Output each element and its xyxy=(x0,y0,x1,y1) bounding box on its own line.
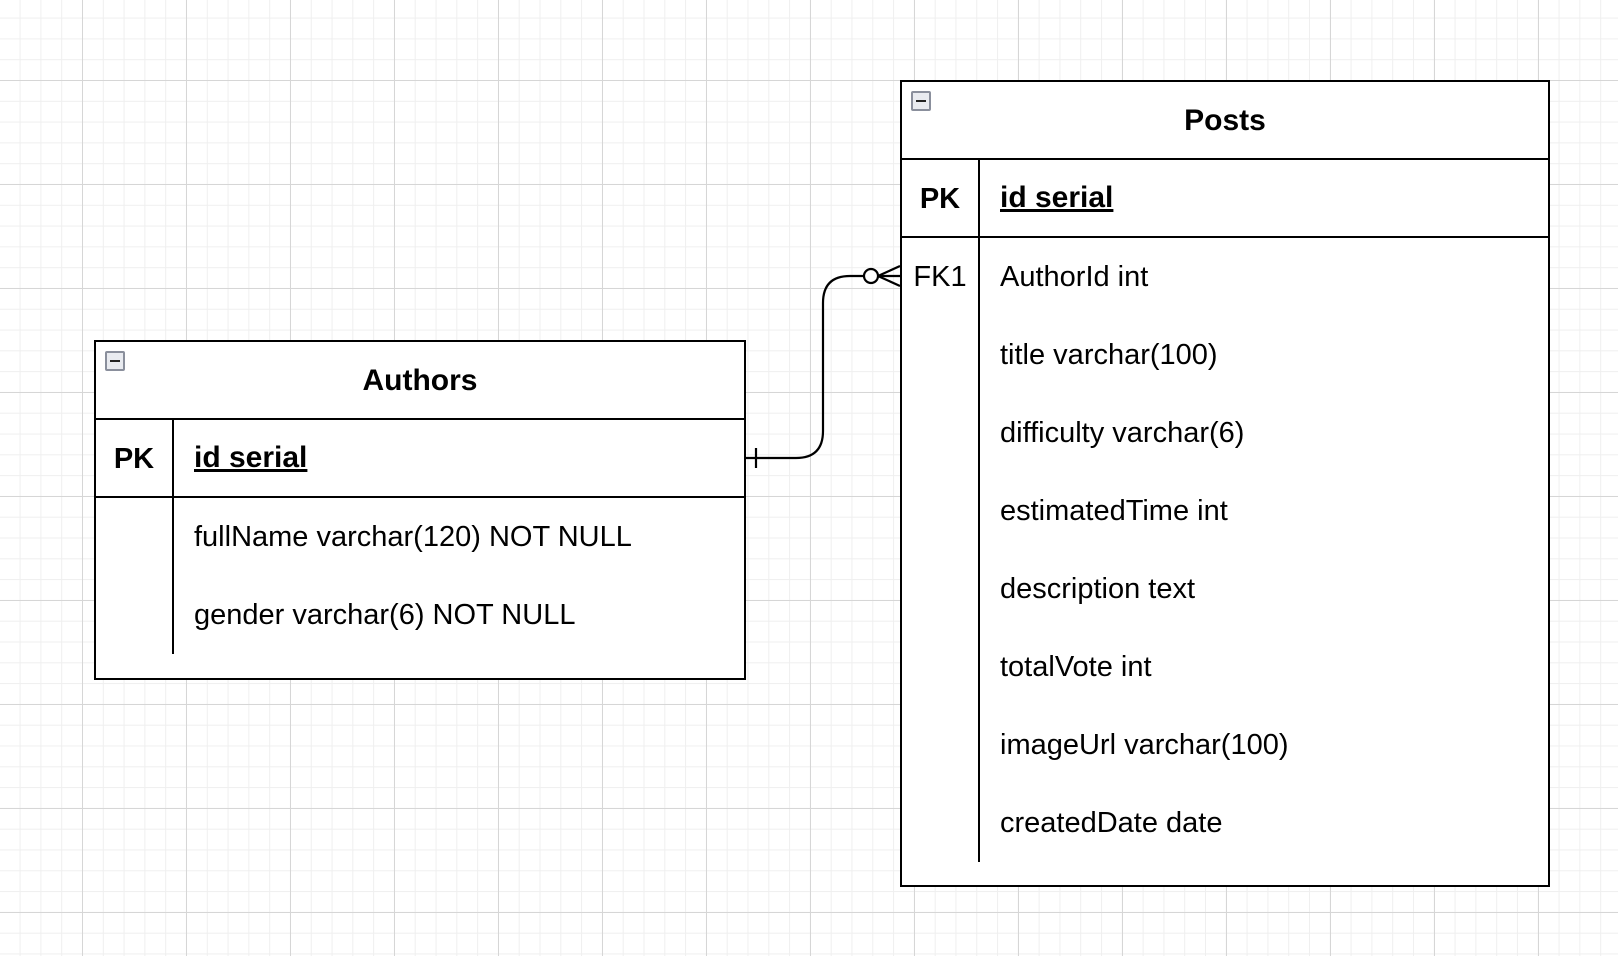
field-name: estimatedTime int xyxy=(1000,495,1228,527)
field-name: AuthorId int xyxy=(1000,261,1149,293)
authors-table[interactable]: Authors PK id serial fullName varchar(12… xyxy=(94,340,746,680)
key-column-divider xyxy=(172,498,174,654)
field-row[interactable]: estimatedTime int xyxy=(902,472,1548,550)
fields-section: fullName varchar(120) NOT NULL gender va… xyxy=(96,498,744,654)
table-header: Authors xyxy=(96,342,744,420)
relationship-line xyxy=(746,274,865,460)
pk-label: PK xyxy=(902,160,980,236)
many-marker-top xyxy=(877,264,901,278)
key-column-divider xyxy=(978,238,980,862)
table-header: Posts xyxy=(902,82,1548,160)
field-row[interactable]: createdDate date xyxy=(902,784,1548,862)
pk-field-name: id serial xyxy=(194,441,308,474)
field-name: totalVote int xyxy=(1000,651,1152,683)
field-row[interactable]: difficulty varchar(6) xyxy=(902,394,1548,472)
field-row[interactable]: title varchar(100) xyxy=(902,316,1548,394)
field-name: createdDate date xyxy=(1000,807,1223,839)
primary-key-row[interactable]: PK id serial xyxy=(902,160,1548,238)
field-row[interactable]: totalVote int xyxy=(902,628,1548,706)
field-row[interactable]: fullName varchar(120) NOT NULL xyxy=(96,498,744,576)
field-name: gender varchar(6) NOT NULL xyxy=(194,599,576,631)
primary-key-row[interactable]: PK id serial xyxy=(96,420,744,498)
fields-section: FK1 AuthorId int title varchar(100) diff… xyxy=(902,238,1548,862)
field-row[interactable]: gender varchar(6) NOT NULL xyxy=(96,576,744,654)
pk-label: PK xyxy=(96,420,174,496)
field-row[interactable]: FK1 AuthorId int xyxy=(902,238,1548,316)
field-name: imageUrl varchar(100) xyxy=(1000,729,1289,761)
pk-field-name: id serial xyxy=(1000,181,1114,214)
table-title: Authors xyxy=(362,364,478,397)
posts-table[interactable]: Posts PK id serial FK1 AuthorId int titl… xyxy=(900,80,1550,887)
field-name: title varchar(100) xyxy=(1000,339,1218,371)
field-row[interactable]: description text xyxy=(902,550,1548,628)
field-name: description text xyxy=(1000,573,1196,605)
field-key: FK1 xyxy=(913,261,967,293)
zero-marker xyxy=(862,267,880,285)
field-row[interactable]: imageUrl varchar(100) xyxy=(902,706,1548,784)
field-name: fullName varchar(120) NOT NULL xyxy=(194,521,632,553)
field-name: difficulty varchar(6) xyxy=(1000,417,1245,449)
many-marker-bottom xyxy=(877,274,901,288)
table-title: Posts xyxy=(1184,104,1266,137)
collapse-icon[interactable] xyxy=(911,91,931,111)
collapse-icon[interactable] xyxy=(105,351,125,371)
